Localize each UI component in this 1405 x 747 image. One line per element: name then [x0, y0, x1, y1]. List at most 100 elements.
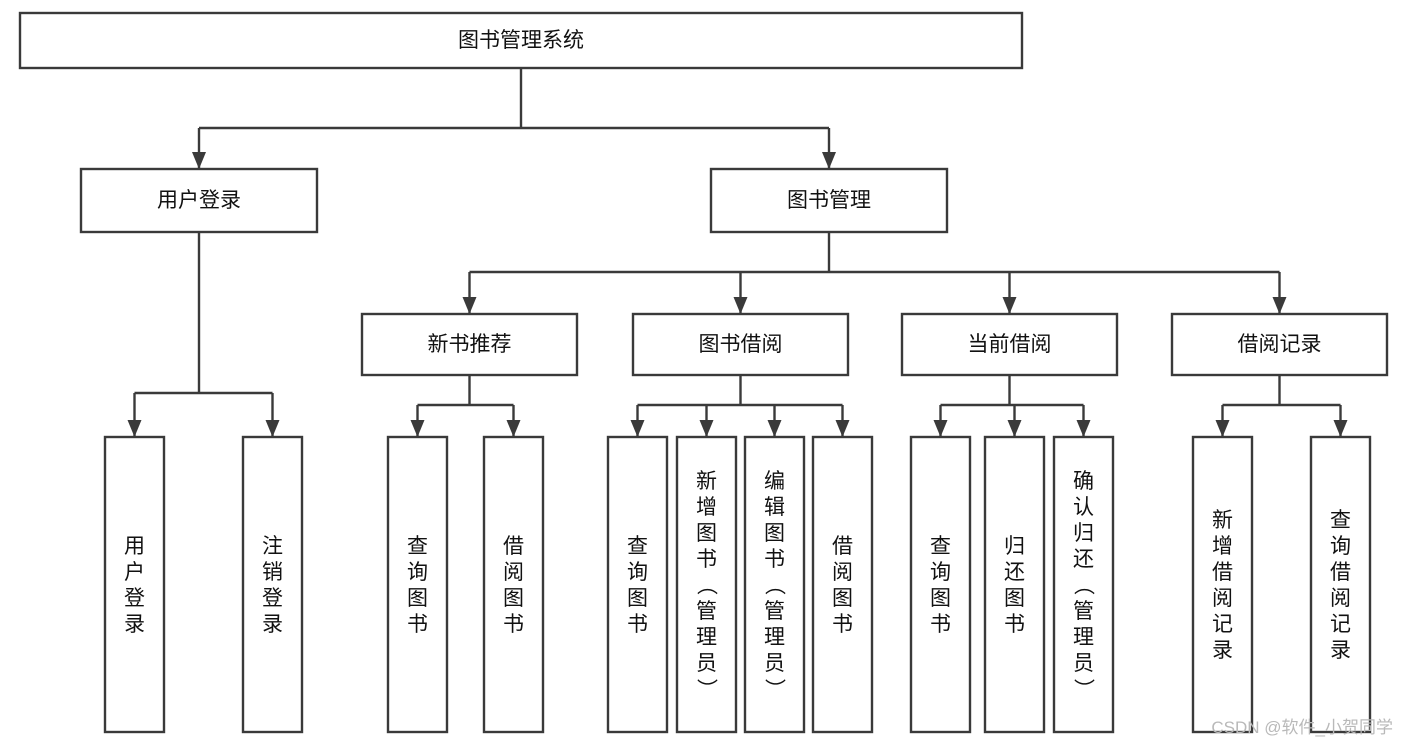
- nodes-layer: 图书管理系统用户登录图书管理新书推荐图书借阅当前借阅借阅记录用户登录注销登录查询…: [18, 11, 1389, 734]
- svg-text:记: 记: [1330, 613, 1351, 636]
- svg-text:图: 图: [832, 587, 853, 610]
- svg-text:书: 书: [627, 613, 648, 636]
- node-用户登录-leaf-0[interactable]: [103, 435, 166, 734]
- node-编辑图书管理员-leaf-6[interactable]: [743, 435, 806, 734]
- svg-text:辑: 辑: [764, 496, 785, 519]
- svg-text:录: 录: [1330, 639, 1351, 662]
- node-label-l3-1: 图书借阅: [699, 333, 783, 356]
- svg-text:新: 新: [1212, 509, 1233, 532]
- svg-text:借: 借: [503, 535, 524, 558]
- svg-text:增: 增: [1212, 535, 1233, 558]
- svg-text:图: 图: [696, 522, 717, 545]
- node-新增借阅记录-leaf-11[interactable]: [1191, 435, 1254, 734]
- svg-text:新: 新: [696, 470, 717, 493]
- node-查询借阅记录-leaf-12[interactable]: [1309, 435, 1372, 734]
- svg-text:理: 理: [696, 626, 717, 649]
- svg-text:书: 书: [1004, 613, 1025, 636]
- arrow-head-icon: [410, 420, 425, 437]
- node-图书管理系统-root[interactable]: [18, 11, 1024, 70]
- node-查询图书-leaf-4[interactable]: [606, 435, 669, 734]
- svg-text:查: 查: [407, 535, 428, 558]
- connectors-layer: [127, 68, 1348, 437]
- svg-text:书: 书: [930, 613, 951, 636]
- svg-text:员: 员: [764, 652, 785, 675]
- node-label-l3-0: 新书推荐: [428, 333, 512, 356]
- svg-text:增: 增: [696, 496, 717, 519]
- svg-text:录: 录: [124, 613, 145, 636]
- svg-text:员: 员: [696, 652, 717, 675]
- svg-text:（: （: [695, 574, 718, 595]
- svg-text:书: 书: [696, 548, 717, 571]
- node-label-l2-0: 用户登录: [157, 189, 241, 212]
- svg-text:记: 记: [1212, 613, 1233, 636]
- node-借阅记录-l3-3[interactable]: [1170, 312, 1389, 377]
- node-图书借阅-l3-1[interactable]: [631, 312, 850, 377]
- svg-text:销: 销: [262, 561, 283, 584]
- svg-text:注: 注: [262, 535, 283, 558]
- svg-text:图: 图: [627, 587, 648, 610]
- svg-text:书: 书: [503, 613, 524, 636]
- svg-text:户: 户: [124, 561, 145, 584]
- arrow-head-icon: [699, 420, 714, 437]
- node-新增图书管理员-leaf-5[interactable]: [675, 435, 738, 734]
- node-注销登录-leaf-1[interactable]: [241, 435, 304, 734]
- node-label-l3-2: 当前借阅: [968, 333, 1052, 356]
- svg-text:图: 图: [407, 587, 428, 610]
- svg-text:图: 图: [1004, 587, 1025, 610]
- node-查询图书-leaf-2[interactable]: [386, 435, 449, 734]
- svg-text:管: 管: [696, 600, 717, 623]
- node-新书推荐-l3-0[interactable]: [360, 312, 579, 377]
- svg-text:用: 用: [124, 535, 145, 558]
- arrow-head-icon: [506, 420, 521, 437]
- svg-text:编: 编: [764, 470, 785, 493]
- svg-text:员: 员: [1073, 652, 1094, 675]
- node-借阅图书-leaf-3[interactable]: [482, 435, 545, 734]
- watermark-label: CSDN @软件_小贺同学: [1211, 718, 1393, 737]
- svg-text:图: 图: [503, 587, 524, 610]
- node-查询图书-leaf-8[interactable]: [909, 435, 972, 734]
- svg-text:录: 录: [262, 613, 283, 636]
- node-确认归还管理员-leaf-10[interactable]: [1052, 435, 1115, 734]
- node-用户登录-l2-0[interactable]: [79, 167, 319, 234]
- arrow-head-icon: [933, 420, 948, 437]
- node-借阅图书-leaf-7[interactable]: [811, 435, 874, 734]
- svg-text:图: 图: [764, 522, 785, 545]
- arrow-head-icon: [1076, 420, 1091, 437]
- node-label-l2-1: 图书管理: [787, 189, 871, 212]
- svg-text:理: 理: [764, 626, 785, 649]
- node-当前借阅-l3-2[interactable]: [900, 312, 1119, 377]
- svg-text:借: 借: [832, 535, 853, 558]
- svg-text:借: 借: [1330, 561, 1351, 584]
- node-归还图书-leaf-9[interactable]: [983, 435, 1046, 734]
- svg-text:阅: 阅: [832, 561, 853, 584]
- svg-text:登: 登: [124, 587, 145, 610]
- node-图书管理-l2-1[interactable]: [709, 167, 949, 234]
- svg-text:书: 书: [407, 613, 428, 636]
- svg-text:登: 登: [262, 587, 283, 610]
- svg-text:认: 认: [1073, 496, 1094, 519]
- svg-text:查: 查: [627, 535, 648, 558]
- svg-text:书: 书: [764, 548, 785, 571]
- svg-text:）: ）: [1072, 678, 1095, 699]
- svg-text:询: 询: [1330, 535, 1351, 558]
- arrow-head-icon: [1272, 297, 1287, 314]
- svg-text:书: 书: [832, 613, 853, 636]
- svg-text:管: 管: [764, 600, 785, 623]
- svg-text:确: 确: [1073, 470, 1094, 493]
- node-label-l3-3: 借阅记录: [1238, 333, 1322, 356]
- node-label-图书管理系统: 图书管理系统: [458, 29, 584, 52]
- svg-text:归: 归: [1073, 522, 1094, 545]
- svg-text:询: 询: [407, 561, 428, 584]
- svg-text:录: 录: [1212, 639, 1233, 662]
